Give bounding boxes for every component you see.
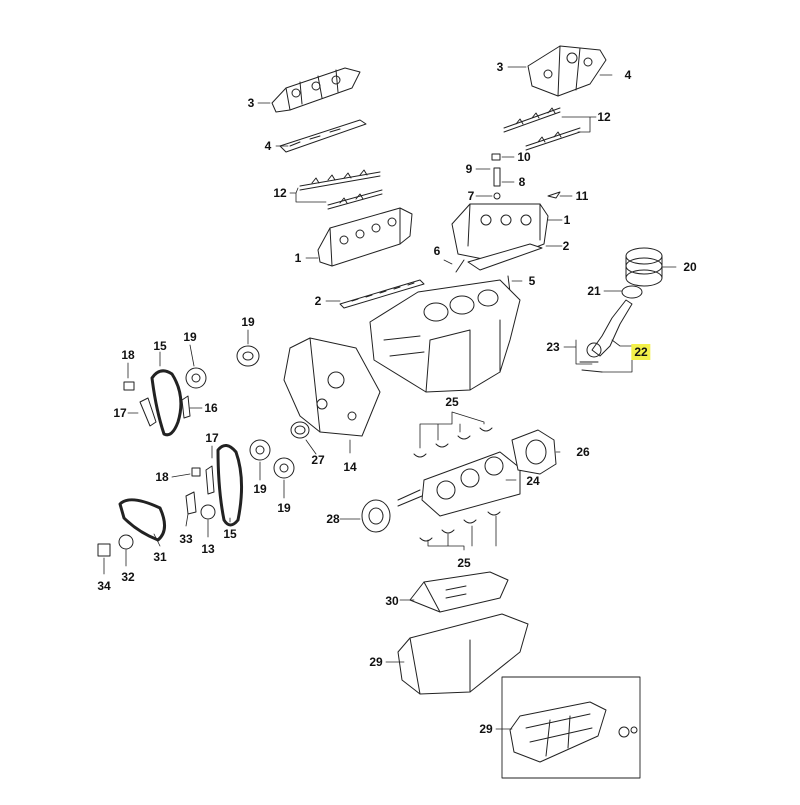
crank-pulley (361, 499, 391, 533)
callout-4-gasket-right: 4 (624, 68, 632, 82)
leader-lines (103, 66, 677, 730)
valve-cover-right (527, 45, 607, 97)
callout-16: 16 (204, 401, 218, 415)
callout-20-piston: 20 (683, 260, 697, 274)
connecting-rod (579, 299, 633, 373)
callout-17: 17 (205, 431, 219, 445)
callout-22-connecting-rod-highlighted: 22 (631, 344, 651, 360)
callout-18: 18 (155, 470, 169, 484)
detail-box (501, 676, 641, 779)
callout-2-head-gasket-left: 2 (314, 294, 322, 308)
callout-27: 27 (311, 453, 325, 467)
callout-28: 28 (326, 512, 340, 526)
engine-block (369, 279, 521, 393)
callout-5: 5 (528, 274, 536, 288)
timing-cover (283, 337, 381, 437)
callout-24-crankshaft: 24 (526, 474, 540, 488)
head-gasket-left (339, 279, 425, 309)
crankshaft (397, 451, 521, 517)
callout-1-cylinder-head-right: 1 (563, 213, 571, 227)
callout-3-valve-cover-left: 3 (247, 96, 255, 110)
oil-pan-lower (509, 701, 638, 763)
callout-12-camshaft-left: 12 (273, 186, 287, 200)
callout-13: 13 (201, 542, 215, 556)
callout-21: 21 (587, 284, 601, 298)
seal (290, 421, 310, 439)
valve-small-parts (491, 153, 561, 200)
callout-15: 15 (223, 527, 237, 541)
callout-12-camshaft-right: 12 (597, 110, 611, 124)
callout-15: 15 (153, 339, 167, 353)
callout-17: 17 (113, 406, 127, 420)
head-gasket-right (467, 243, 543, 271)
callout-11: 11 (575, 189, 589, 203)
callout-1-cylinder-head-left: 1 (294, 251, 302, 265)
windage-tray (409, 571, 509, 613)
chain-guides (123, 381, 215, 515)
callout-7: 7 (467, 189, 475, 203)
callout-4-gasket-left: 4 (264, 139, 272, 153)
callout-33: 33 (179, 532, 193, 546)
callout-2-head-gasket-right: 2 (562, 239, 570, 253)
callout-14-timing-cover: 14 (343, 460, 357, 474)
sprockets (97, 345, 295, 557)
callout-29-detail: 29 (479, 722, 493, 736)
callout-23: 23 (546, 340, 560, 354)
valve-cover-left (271, 67, 361, 113)
callout-19: 19 (277, 501, 291, 515)
callout-25-lower-bearings: 25 (457, 556, 471, 570)
piston-assembly (621, 247, 663, 299)
callout-31: 31 (153, 550, 167, 564)
callout-34: 34 (97, 579, 111, 593)
camshaft-right (503, 107, 581, 151)
callout-26: 26 (576, 445, 590, 459)
cylinder-head-left (317, 207, 413, 267)
callout-30: 30 (385, 594, 399, 608)
callout-25-upper-bearings: 25 (445, 395, 459, 409)
callout-19: 19 (253, 482, 267, 496)
rear-main-seal (511, 429, 557, 475)
camshaft-left (299, 169, 383, 210)
callout-29-oil-pan: 29 (369, 655, 383, 669)
callout-9: 9 (465, 162, 473, 176)
callout-18: 18 (121, 348, 135, 362)
callout-32: 32 (121, 570, 135, 584)
callout-3-valve-cover-right: 3 (496, 60, 504, 74)
valve-cover-gasket-left (279, 119, 367, 153)
oil-pan-upper (397, 613, 529, 695)
callout-6: 6 (433, 244, 441, 258)
bearings (413, 427, 501, 542)
callout-10: 10 (517, 150, 531, 164)
timing-chains (118, 369, 244, 542)
callout-19: 19 (241, 315, 255, 329)
callout-8: 8 (518, 175, 526, 189)
callout-19: 19 (183, 330, 197, 344)
